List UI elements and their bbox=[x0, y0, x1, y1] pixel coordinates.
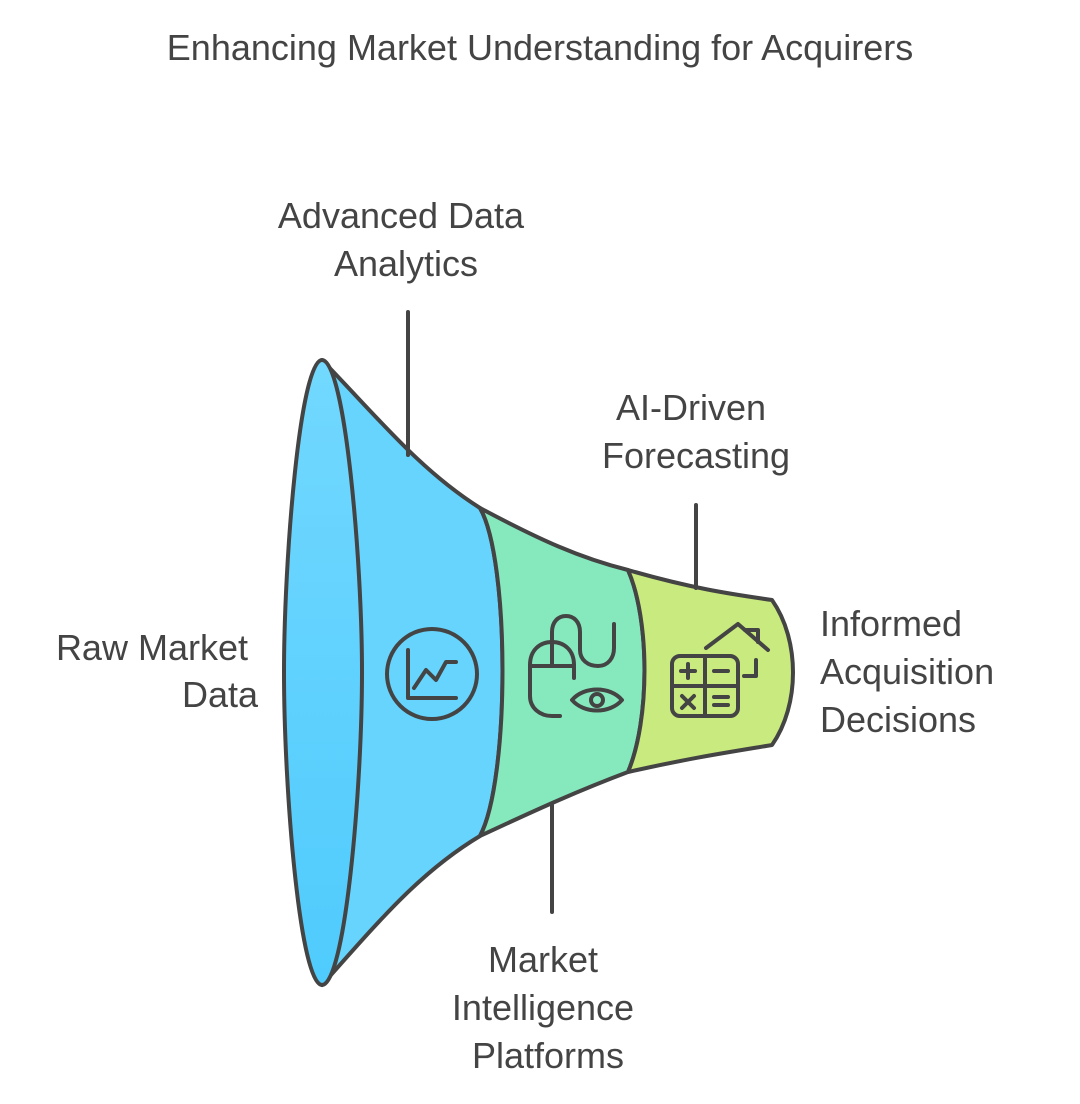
segment-market-intelligence bbox=[478, 506, 647, 838]
label-ai-driven-forecasting: AI-Driven Forecasting bbox=[602, 387, 790, 476]
calculator-house-icon bbox=[670, 622, 770, 718]
segment-ai-driven-forecasting bbox=[626, 568, 795, 774]
mouse-eye-icon bbox=[528, 614, 624, 718]
line-chart-icon bbox=[385, 627, 479, 721]
label-raw-market-data: Raw Market Data bbox=[56, 627, 259, 715]
diagram-title: Enhancing Market Understanding for Acqui… bbox=[167, 27, 913, 68]
label-advanced-data-analytics: Advanced Data Analytics bbox=[278, 195, 534, 284]
label-informed-acquisition-decisions: Informed Acquisition Decisions bbox=[820, 603, 1004, 740]
label-market-intelligence-platforms: Market Intelligence Platforms bbox=[452, 939, 644, 1076]
segment-raw-market-data bbox=[282, 358, 364, 987]
